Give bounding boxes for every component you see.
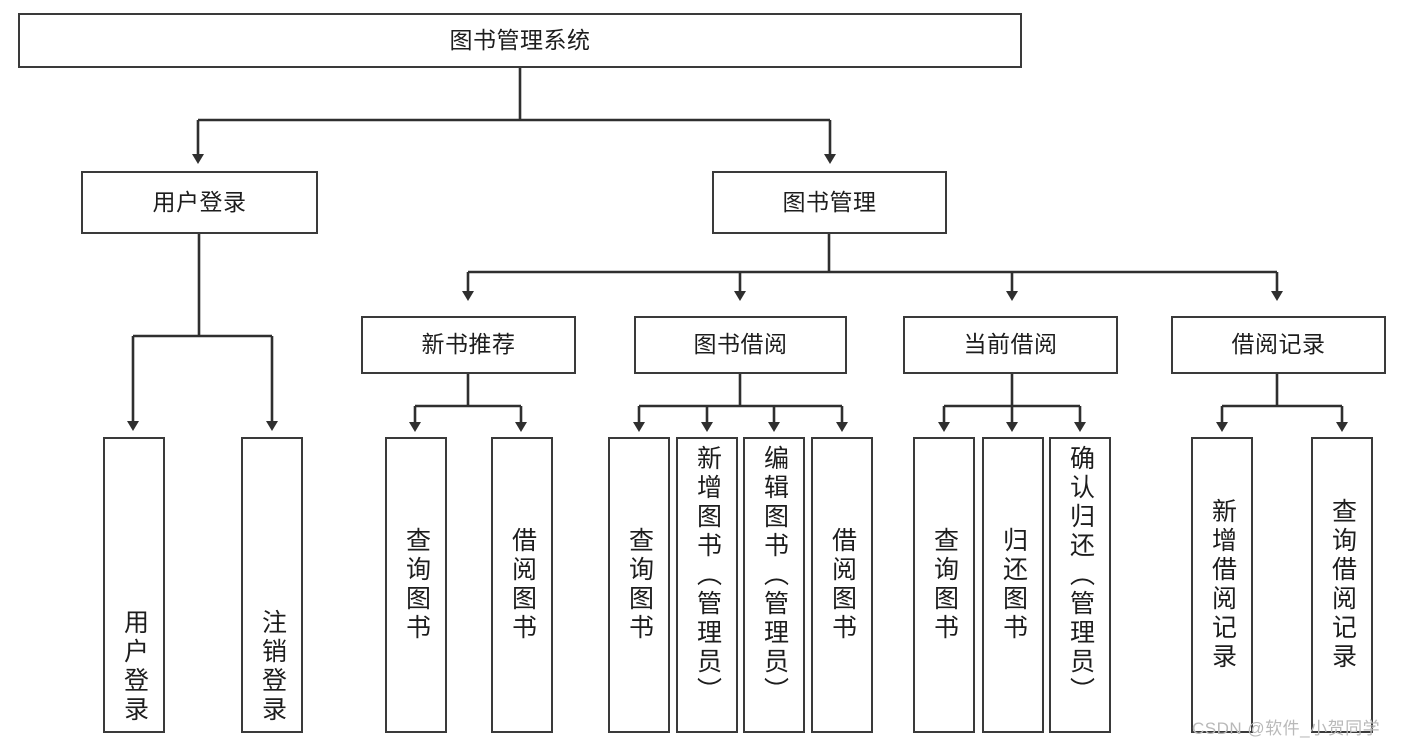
node-current-borrow-label: 当前借阅 [963,331,1058,358]
node-leaf-add-book[interactable]: 新增图书（管理员） [676,437,738,733]
node-leaf-query-book-2-label: 查询图书 [625,527,654,643]
node-leaf-borrow-book-2-label: 借阅图书 [828,527,857,643]
node-book-management[interactable]: 图书管理 [712,171,947,234]
node-book-management-label: 图书管理 [782,188,877,215]
node-leaf-confirm-return-label: 确认归还（管理员） [1066,445,1095,706]
node-leaf-query-book-2[interactable]: 查询图书 [608,437,670,733]
node-leaf-add-record[interactable]: 新增借阅记录 [1191,437,1253,733]
node-leaf-query-book-3-label: 查询图书 [930,527,959,643]
node-borrow-record-label: 借阅记录 [1231,331,1326,358]
node-leaf-user-login[interactable]: 用户登录 [103,437,165,733]
node-user-login-label: 用户登录 [152,188,247,215]
node-leaf-borrow-book-1[interactable]: 借阅图书 [491,437,553,733]
node-leaf-confirm-return[interactable]: 确认归还（管理员） [1049,437,1111,733]
node-leaf-query-record[interactable]: 查询借阅记录 [1311,437,1373,733]
node-leaf-return-book-label: 归还图书 [999,527,1028,643]
node-leaf-query-book-1[interactable]: 查询图书 [385,437,447,733]
node-leaf-query-record-label: 查询借阅记录 [1328,498,1357,672]
node-current-borrow[interactable]: 当前借阅 [903,316,1118,374]
node-leaf-logout-login-label: 注销登录 [258,609,287,725]
node-leaf-edit-book-label: 编辑图书（管理员） [760,445,789,706]
node-leaf-query-book-3[interactable]: 查询图书 [913,437,975,733]
node-leaf-borrow-book-2[interactable]: 借阅图书 [811,437,873,733]
node-leaf-logout-login[interactable]: 注销登录 [241,437,303,733]
node-book-borrow[interactable]: 图书借阅 [634,316,847,374]
node-leaf-user-login-label: 用户登录 [120,609,149,725]
node-root-label: 图书管理系统 [449,26,591,53]
node-user-login[interactable]: 用户登录 [81,171,318,234]
node-leaf-borrow-book-1-label: 借阅图书 [508,527,537,643]
node-leaf-return-book[interactable]: 归还图书 [982,437,1044,733]
node-leaf-query-book-1-label: 查询图书 [402,527,431,643]
node-new-book-recommend[interactable]: 新书推荐 [361,316,576,374]
node-leaf-add-record-label: 新增借阅记录 [1208,498,1237,672]
node-root[interactable]: 图书管理系统 [18,13,1022,68]
node-book-borrow-label: 图书借阅 [693,331,788,358]
node-leaf-add-book-label: 新增图书（管理员） [693,445,722,706]
watermark: CSDN @软件_小贺同学 [1192,719,1381,738]
node-leaf-edit-book[interactable]: 编辑图书（管理员） [743,437,805,733]
node-borrow-record[interactable]: 借阅记录 [1171,316,1386,374]
node-new-book-recommend-label: 新书推荐 [421,331,516,358]
